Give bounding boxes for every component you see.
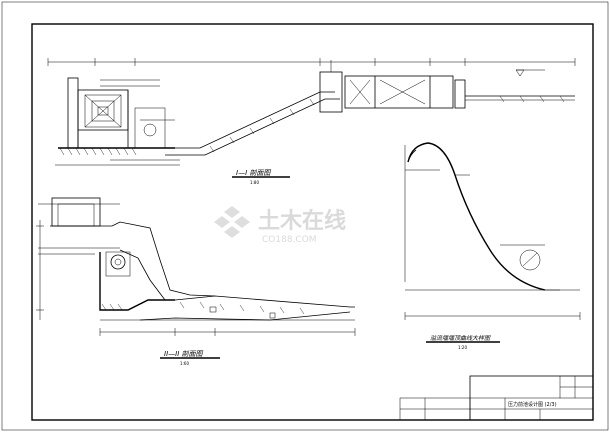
section-1-title: I—I 剖面图 [236, 169, 271, 177]
detail-title: 溢流堰堰顶曲线大样图 [430, 334, 491, 342]
weir-crest-detail-drawing [404, 142, 581, 320]
title-block [399, 375, 594, 421]
watermark-logo [214, 206, 250, 238]
detail-scale: 1:20 [458, 345, 467, 350]
watermark-url: CO188.COM [262, 235, 317, 245]
sheet-inner-border [31, 23, 594, 421]
watermark-brand: 土木在线 [258, 208, 346, 234]
drawing-title: 压力前池设计图 (2/3) [508, 401, 557, 408]
watermark: 土木在线 CO188.COM [214, 206, 346, 245]
section-2-scale: 1:60 [180, 361, 189, 366]
section-2-drawing [36, 197, 356, 336]
section-2-title: II—II 剖面图 [164, 350, 203, 358]
section-1-scale: 1:80 [250, 180, 259, 185]
section-1-drawing [47, 58, 576, 166]
